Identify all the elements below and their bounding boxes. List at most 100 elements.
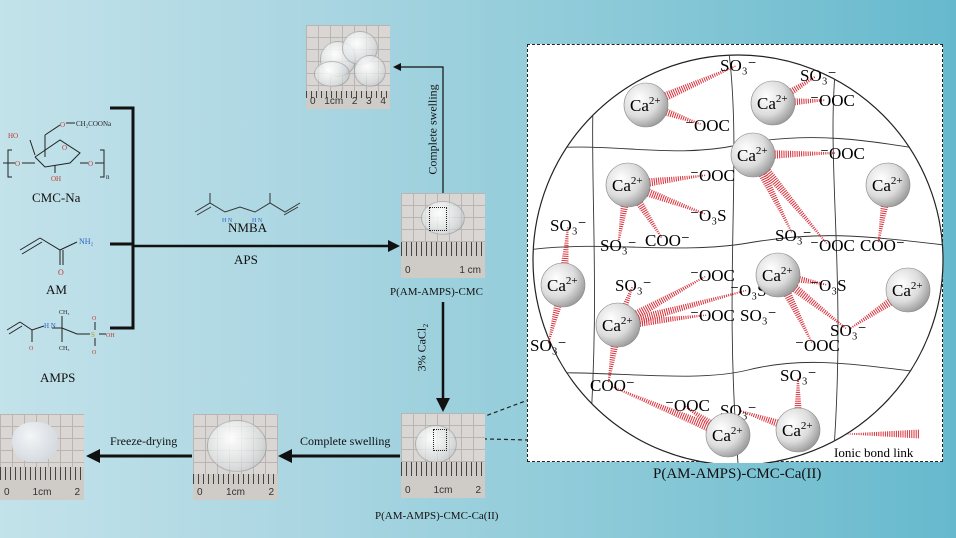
ionic-bond-stripe [844,327,847,329]
ionic-bond-stripe [648,303,654,311]
ionic-bond-stripe [550,324,555,327]
ionic-bond-stripe [609,356,616,359]
ionic-bond-stripe [608,369,613,372]
ionic-bond-stripe [809,223,813,226]
ionic-bond-stripe [879,223,884,226]
ionic-bond-stripe [808,298,814,304]
ionic-bond-stripe [701,276,704,279]
anion-ooc: ⁻OOC [665,396,710,415]
ionic-bond-stripe [814,302,819,308]
ionic-bond-stripe [732,292,734,296]
ionic-bond-stripe [660,297,665,304]
ionic-bond-stripe [782,217,787,220]
ionic-bond-stripe [715,72,718,76]
ionic-bond-stripe [787,298,795,303]
ionic-bond-stripe [669,110,673,118]
ionic-bond-stripe [650,302,655,310]
ionic-bond-stripe [642,306,648,314]
ionic-bond-stripe [788,198,794,204]
ionic-bond-stripe [862,317,866,322]
ionic-bond-stripe [765,184,773,189]
ionic-bond-stripe [677,411,681,419]
ionic-bond-stripe [876,306,881,313]
ionic-bond-stripe [797,316,803,320]
svg-text:H N: H N [252,218,263,224]
ionic-bond-stripe [645,214,651,219]
ionic-bond-stripe [657,403,661,409]
ionic-bond-stripe [686,205,690,210]
ionic-bond-stripe [756,414,760,419]
ionic-bond-stripe [617,388,619,391]
ionic-bond-stripe [615,387,617,390]
ionic-bond-stripe [793,203,798,208]
ionic-bond-stripe [764,182,772,187]
amps-label: AMPS [40,370,76,385]
ionic-bond-stripe [621,389,624,393]
anion-so3: SO₃⁻ [740,306,777,325]
ionic-bond-stripe [641,397,644,402]
ionic-bond-stripe [656,317,659,324]
ionic-bond-stripe [785,294,793,300]
ionic-bond-stripe [823,309,827,314]
ionic-bond-stripe [618,227,623,230]
ionic-bond-stripe [767,174,776,181]
ionic-bond-stripe [561,259,569,262]
ionic-bond-stripe [627,292,632,295]
ionic-bond-stripe [561,257,569,260]
calcium-ion: Ca2+ [775,407,821,453]
ionic-bond-stripe [851,325,854,328]
aps-label: APS [234,252,258,267]
ionic-bond-stripe [644,212,650,217]
p-am-amps-cmc-label: P(AM-AMPS)-CMC [390,286,483,298]
network-title: P(AM-AMPS)-CMC-Ca(II) [653,466,822,482]
ionic-bond-stripe [775,202,781,206]
legend-ionic-bond: Ionic bond link [834,429,919,460]
ionic-bond-stripe [772,179,780,186]
ionic-bond-stripe [669,307,673,315]
ionic-bond-stripe [623,390,626,394]
ionic-bond-stripe [619,221,625,223]
ionic-bond-stripe [651,222,655,226]
ionic-bond-stripe [687,303,690,309]
ionic-bond-stripe [864,316,868,321]
calcium-ion: Ca2+ [623,82,669,128]
ionic-bond-stripe [879,304,885,311]
ionic-bond-stripe [744,411,747,414]
cacl2-label: 3% CaCl₂ [414,323,429,372]
ionic-bond-stripe [699,78,703,84]
ionic-bond-stripe [655,177,658,186]
ionic-bond-stripe [684,84,689,91]
legend-label: Ionic bond link [834,445,914,460]
nmba-structure: H N H N [194,193,301,224]
cmc-oh-label: OH [51,175,61,183]
ionic-bond-stripe [665,308,669,316]
ionic-bond-stripe [678,288,682,293]
ionic-bond-stripe [669,316,672,322]
ionic-bond-stripe [776,204,781,208]
ionic-bond-stripe [654,317,657,325]
anion-o3s: ⁻O₃S [690,206,727,225]
ionic-bond-stripe [631,393,634,397]
ionic-bond-stripe [699,277,702,280]
ionic-bond-stripe [807,335,810,338]
ionic-bond-stripe [678,202,681,207]
ionic-bond-stripe [693,120,695,124]
ionic-bond-stripe [663,195,667,203]
ionic-bond-stripe [789,302,797,307]
cmc-na-structure: O CH₂COONa HO O O O OH n [0,95,140,205]
ionic-bond-stripe [658,234,662,237]
ionic-bond-stripe [647,399,650,405]
cmc-na-skeleton: O CH₂COONa HO O O O OH n [3,120,112,183]
ionic-bond-stripe [656,299,661,306]
ionic-bond-stripe [610,348,618,351]
ionic-bond-stripe [871,310,875,316]
ionic-bond-stripe [629,392,632,396]
ionic-bond-stripe [661,309,665,317]
ionic-bond-stripe [804,217,809,221]
ionic-bond-stripe [779,210,784,214]
calcium-ion: Ca2+ [865,162,911,208]
ionic-bond-stripe [805,277,808,284]
ionic-bond-stripe [627,392,630,395]
